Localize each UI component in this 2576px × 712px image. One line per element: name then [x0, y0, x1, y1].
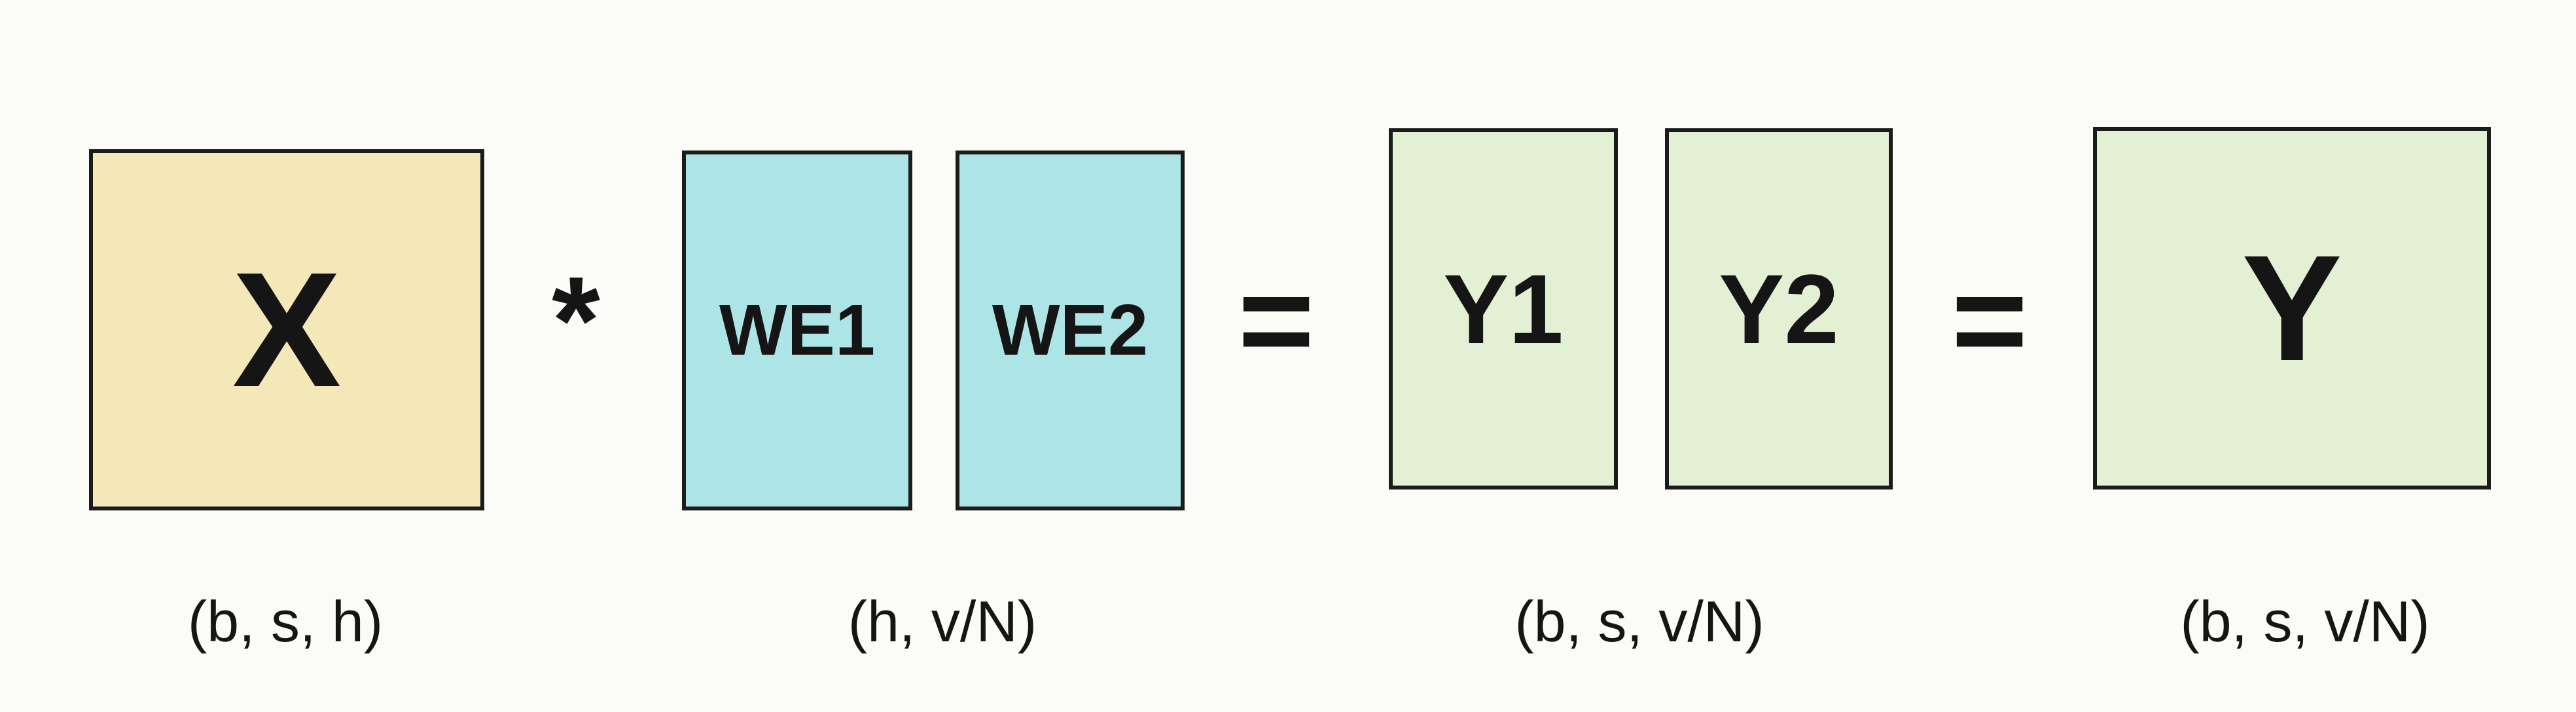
matrix-y-label: Y — [2242, 224, 2342, 392]
equals-operator-1: = — [1238, 247, 1315, 393]
matrix-y1-box: Y1 — [1389, 128, 1618, 490]
partial-output-shape-label: (b, s, v/N) — [1514, 589, 1764, 654]
matrix-we2-label: WE2 — [992, 290, 1149, 370]
matrix-we1-label: WE1 — [719, 290, 876, 370]
matrix-we2-box: WE2 — [956, 151, 1185, 510]
x-shape-label: (b, s, h) — [187, 589, 384, 654]
matrix-x-box: X — [89, 149, 484, 510]
matrix-y1-label: Y1 — [1443, 254, 1564, 364]
matrix-y2-label: Y2 — [1719, 254, 1839, 364]
matrix-y2-box: Y2 — [1665, 128, 1893, 490]
matrix-x-label: X — [232, 238, 342, 421]
multiply-operator: * — [552, 251, 600, 390]
matrix-y-box: Y — [2093, 127, 2491, 490]
matrix-we1-box: WE1 — [682, 151, 912, 510]
equals-operator-2: = — [1951, 247, 2028, 393]
weight-shape-label: (h, v/N) — [848, 589, 1037, 654]
y-shape-label: (b, s, v/N) — [2180, 589, 2430, 654]
